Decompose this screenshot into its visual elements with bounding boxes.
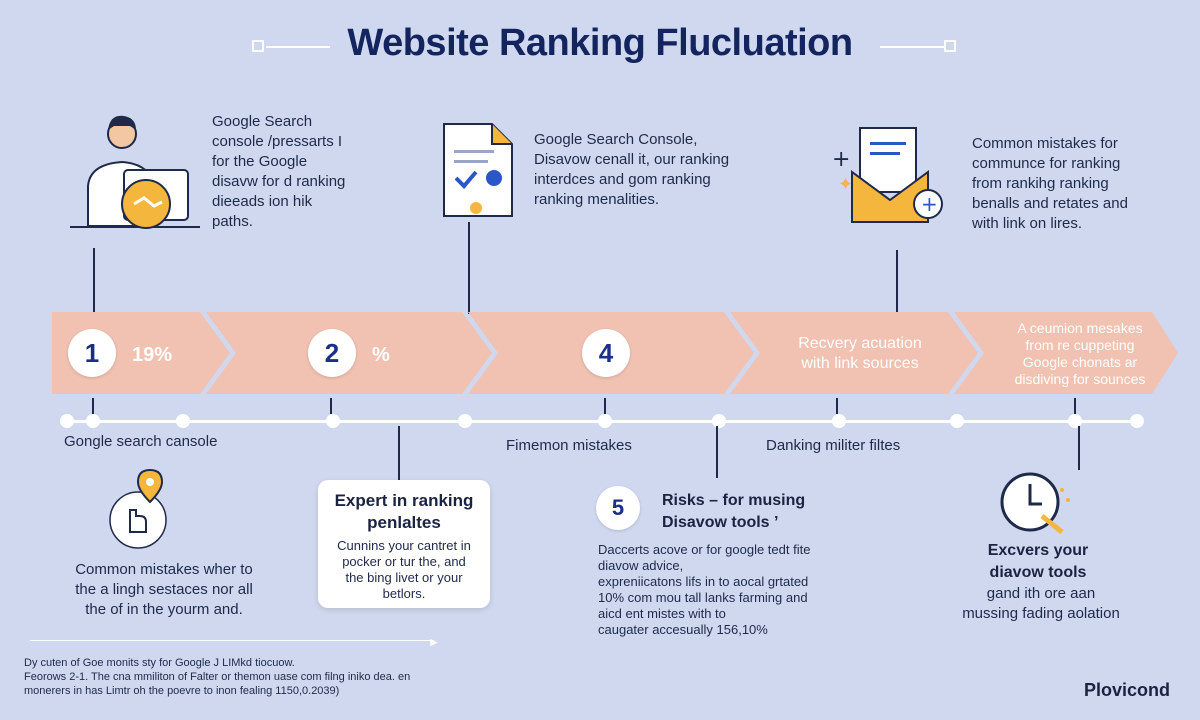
person-laptop-icon xyxy=(70,115,200,229)
step-common-label: A ceumion mesakes from re cuppeting Goog… xyxy=(1014,320,1146,387)
step-5-number: 5 xyxy=(596,486,640,530)
clock-icon xyxy=(1000,472,1070,534)
step-1-value: 19% xyxy=(132,344,173,366)
tick-line xyxy=(92,398,94,414)
connector-4 xyxy=(398,426,400,482)
document-check-icon xyxy=(443,123,513,217)
timeline-label-c: Danking militer filtes xyxy=(766,437,901,454)
timeline-dot xyxy=(712,414,726,428)
card-title: Expert in ranking penlaltes xyxy=(334,491,474,532)
bottom-left-text: Common mistakes wher to the a lingh sest… xyxy=(75,561,253,618)
connector-3 xyxy=(896,250,898,314)
card-body: Cunnins your cantret in pocker or tur th… xyxy=(337,538,471,601)
timeline-dot xyxy=(950,414,964,428)
footer-arrow-icon: ► xyxy=(428,635,440,649)
timeline-dot xyxy=(458,414,472,428)
bottom-right-body: gand ith ore aan mussing fading aolation xyxy=(962,585,1120,622)
title-line-left xyxy=(266,46,330,48)
connector-1 xyxy=(93,248,95,312)
footer-rule xyxy=(30,640,434,641)
timeline-dot xyxy=(60,414,74,428)
timeline-dot xyxy=(832,414,846,428)
top-block-2: Google Search Console, Disavow cenall it… xyxy=(534,131,730,208)
location-pin-icon xyxy=(109,468,167,549)
expert-card: Expert in ranking penlaltes Cunnins your… xyxy=(318,480,490,608)
footer-text: Dy cuten of Goe monits sty for Google J … xyxy=(24,657,411,697)
title-dot-left xyxy=(252,40,264,52)
tick-line xyxy=(1074,398,1076,414)
tick-line xyxy=(836,398,838,414)
step-recovery-label: Recvery acuation with link sources xyxy=(798,335,922,372)
timeline-label-a: Gongle search cansole xyxy=(64,433,218,450)
top-block-1: Google Search console /pressarts I for t… xyxy=(212,113,346,230)
step-2-value: % xyxy=(372,344,390,366)
tick-line xyxy=(604,398,606,414)
connector-2 xyxy=(468,222,470,314)
step-2-number: 2 xyxy=(308,329,356,377)
brand-logo-text: Plovicond xyxy=(1084,680,1171,700)
step-5-body: Daccerts acove or for google tedt fite d… xyxy=(598,542,811,637)
timeline-dot xyxy=(598,414,612,428)
title-dot-right xyxy=(944,40,956,52)
timeline-dot xyxy=(176,414,190,428)
tick-line xyxy=(330,398,332,414)
timeline-dot xyxy=(1068,414,1082,428)
envelope-icon: + ✦ + xyxy=(832,127,943,223)
timeline-label-b: Fimemon mistakes xyxy=(506,437,632,454)
title-line-right xyxy=(880,46,944,48)
top-block-3: Common mistakes for communce for ranking… xyxy=(972,135,1128,232)
step-4-number: 4 xyxy=(582,329,630,377)
step-1-number: 1 xyxy=(68,329,116,377)
timeline-dot xyxy=(1130,414,1144,428)
timeline-dot xyxy=(86,414,100,428)
step-5-title: Risks – for musing Disavow tools ’ xyxy=(662,492,806,531)
timeline-dot xyxy=(326,414,340,428)
svg-text:✦: ✦ xyxy=(838,174,853,195)
page-title: Website Ranking Flucluation xyxy=(347,22,853,64)
bottom-right-title: Excvers your diavow tools xyxy=(987,542,1089,581)
svg-text:+: + xyxy=(921,192,938,216)
connector-5 xyxy=(716,426,718,478)
connector-6 xyxy=(1078,426,1080,470)
svg-text:+: + xyxy=(832,147,850,172)
